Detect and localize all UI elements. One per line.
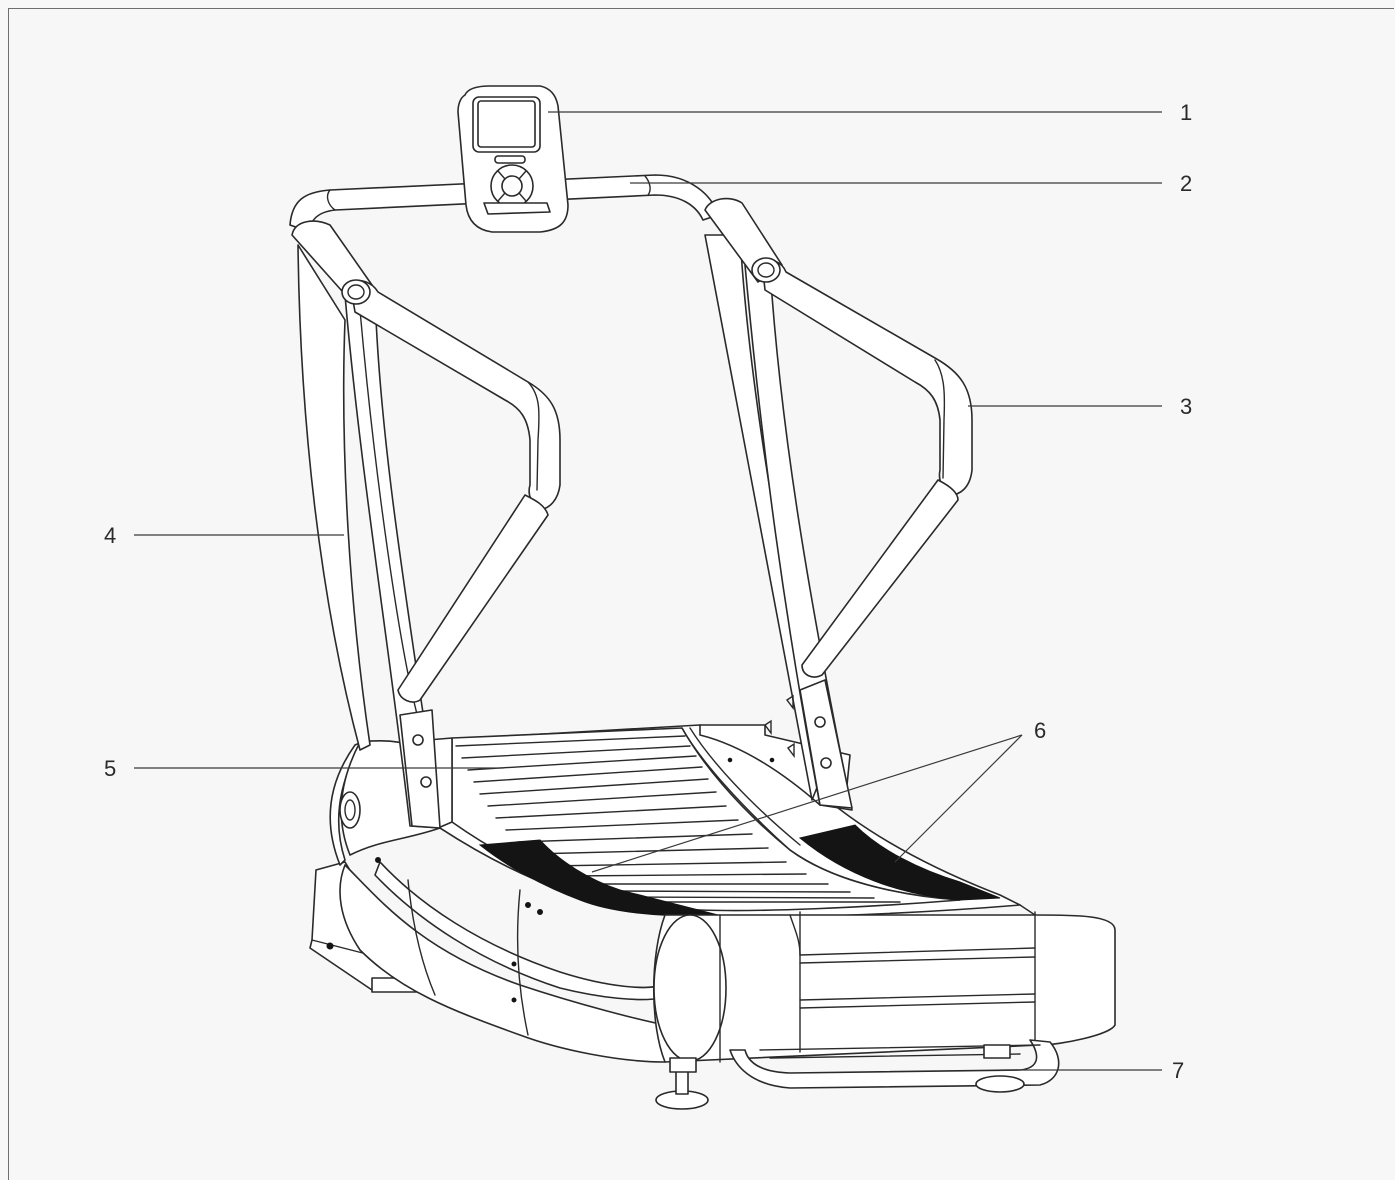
right-handlebar (704, 197, 973, 678)
left-handlebar (291, 220, 561, 703)
right-upright (704, 234, 853, 811)
frame-border (8, 8, 1394, 1180)
callout-4: 4 (104, 523, 116, 548)
belt-slats (455, 735, 901, 903)
callout-1: 1 (1180, 100, 1192, 125)
front-base (655, 1039, 1060, 1110)
leader-lines (134, 111, 1162, 1071)
leader-line-6b (894, 734, 1023, 863)
front-roller-housing (653, 904, 1116, 1063)
callout-7: 7 (1172, 1058, 1184, 1083)
callout-labels: 1 2 3 4 5 6 7 (104, 100, 1192, 1083)
callout-3: 3 (1180, 394, 1192, 419)
callout-5: 5 (104, 756, 116, 781)
side-rails (478, 824, 1001, 917)
callout-6: 6 (1034, 718, 1046, 743)
console-display (457, 85, 569, 233)
callout-2: 2 (1180, 171, 1192, 196)
leader-line-6a (591, 734, 1023, 873)
